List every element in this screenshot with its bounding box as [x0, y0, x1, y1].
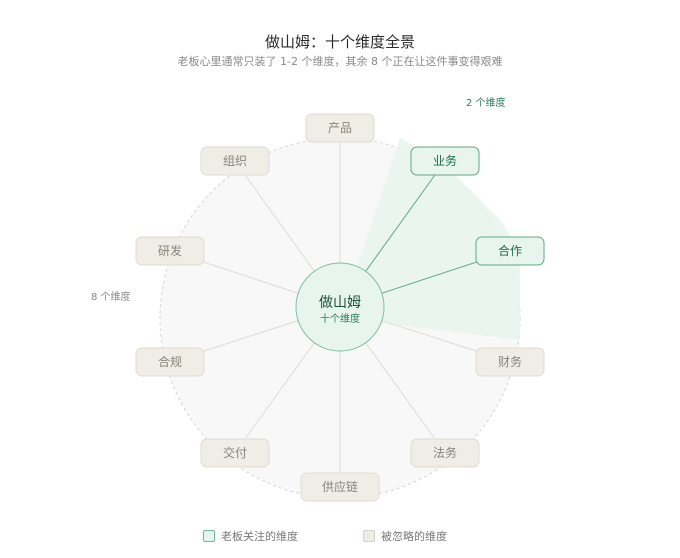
dimension-label: 财务	[498, 354, 522, 369]
dimension-node-box	[300, 472, 380, 502]
dimension-node-box	[475, 347, 545, 377]
dimension-label: 组织	[223, 154, 247, 168]
legend-ignored-label: 被忽略的维度	[381, 530, 447, 543]
dimension-node: 供应链	[300, 472, 380, 502]
center-title: 做山姆	[319, 295, 361, 311]
dimension-node-box	[305, 113, 375, 143]
dimension-node: 合规	[135, 347, 205, 377]
dimension-label: 法务	[433, 445, 457, 460]
legend-ignored: 被忽略的维度	[363, 528, 447, 544]
dimension-node-box	[200, 438, 270, 468]
dimension-node: 业务	[410, 146, 480, 176]
ignored-count-annotation: 8 个维度	[91, 292, 131, 303]
dimension-node-box	[135, 236, 205, 266]
dimension-label: 供应链	[322, 479, 358, 494]
dimension-node: 交付	[200, 438, 270, 468]
legend-focus-label: 老板关注的维度	[221, 530, 298, 543]
legend-focus: 老板关注的维度	[203, 528, 298, 544]
dimension-label: 合规	[158, 354, 182, 369]
focus-count-annotation: 2 个维度	[466, 98, 506, 109]
legend-ignored-swatch	[363, 530, 375, 542]
dimension-node-box	[475, 236, 545, 266]
center-node	[295, 262, 385, 352]
focus-sector	[340, 138, 520, 340]
diagram-subtitle: 老板心里通常只装了 1-2 个维度，其余 8 个正在让这件事变得艰难	[177, 55, 503, 68]
dimension-node: 合作	[475, 236, 545, 266]
dimension-node-box	[200, 146, 270, 176]
dimension-label: 研发	[158, 243, 182, 258]
dimension-node: 法务	[410, 438, 480, 468]
diagram-title: 做山姆：十个维度全景	[264, 33, 415, 51]
dimension-label: 交付	[223, 445, 247, 460]
dimension-node-box	[410, 146, 480, 176]
dimension-node: 研发	[135, 236, 205, 266]
legend-focus-swatch	[203, 530, 215, 542]
dimension-node: 产品	[305, 113, 375, 143]
dimension-node: 组织	[200, 146, 270, 176]
dimension-label: 业务	[433, 153, 457, 168]
center-subtitle: 十个维度	[320, 312, 360, 325]
dimension-node: 财务	[475, 347, 545, 377]
dimension-node-box	[135, 347, 205, 377]
dimension-node-box	[410, 438, 480, 468]
dimension-label: 合作	[498, 243, 522, 258]
dimension-label: 产品	[328, 121, 352, 135]
